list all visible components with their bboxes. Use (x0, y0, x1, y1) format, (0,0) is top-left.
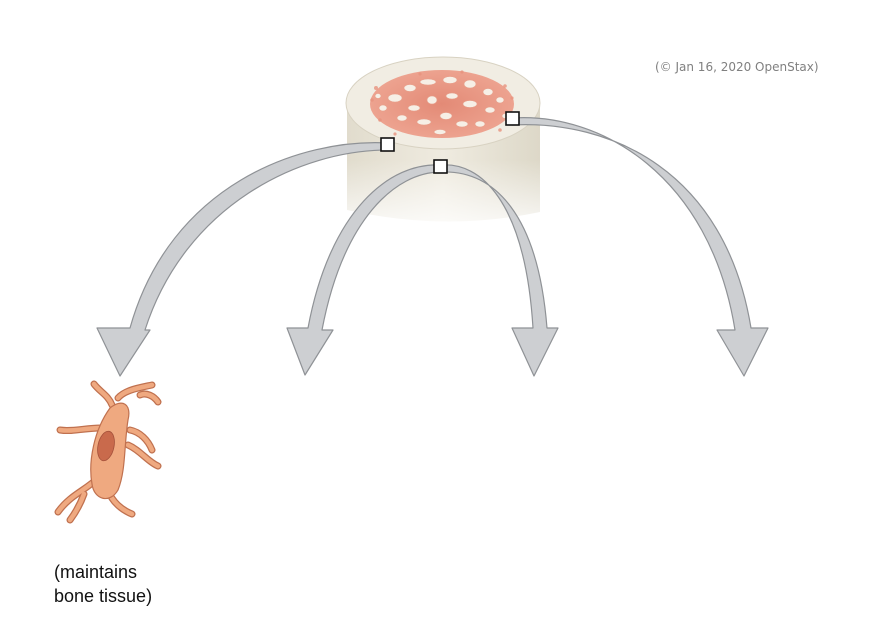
osteocyte-cell (54, 380, 162, 524)
marker-right (505, 111, 520, 126)
caption-line-1: (maintains (54, 562, 138, 582)
arrow-left (96, 142, 389, 377)
cell-caption: (maintains bone tissue) (54, 560, 254, 608)
marker-left (380, 137, 395, 152)
arrow-right (511, 117, 769, 377)
arrow-center-left (286, 164, 442, 376)
source-credit: (© Jan 16, 2020 OpenStax) (655, 60, 819, 74)
marker-center (433, 159, 448, 174)
arrow-center-right (440, 164, 559, 377)
spongy-bone-marrow (370, 70, 514, 138)
arrows (96, 117, 769, 377)
location-markers (380, 111, 520, 174)
caption-line-2: bone tissue) (54, 586, 153, 606)
cell-nucleus (97, 430, 115, 462)
